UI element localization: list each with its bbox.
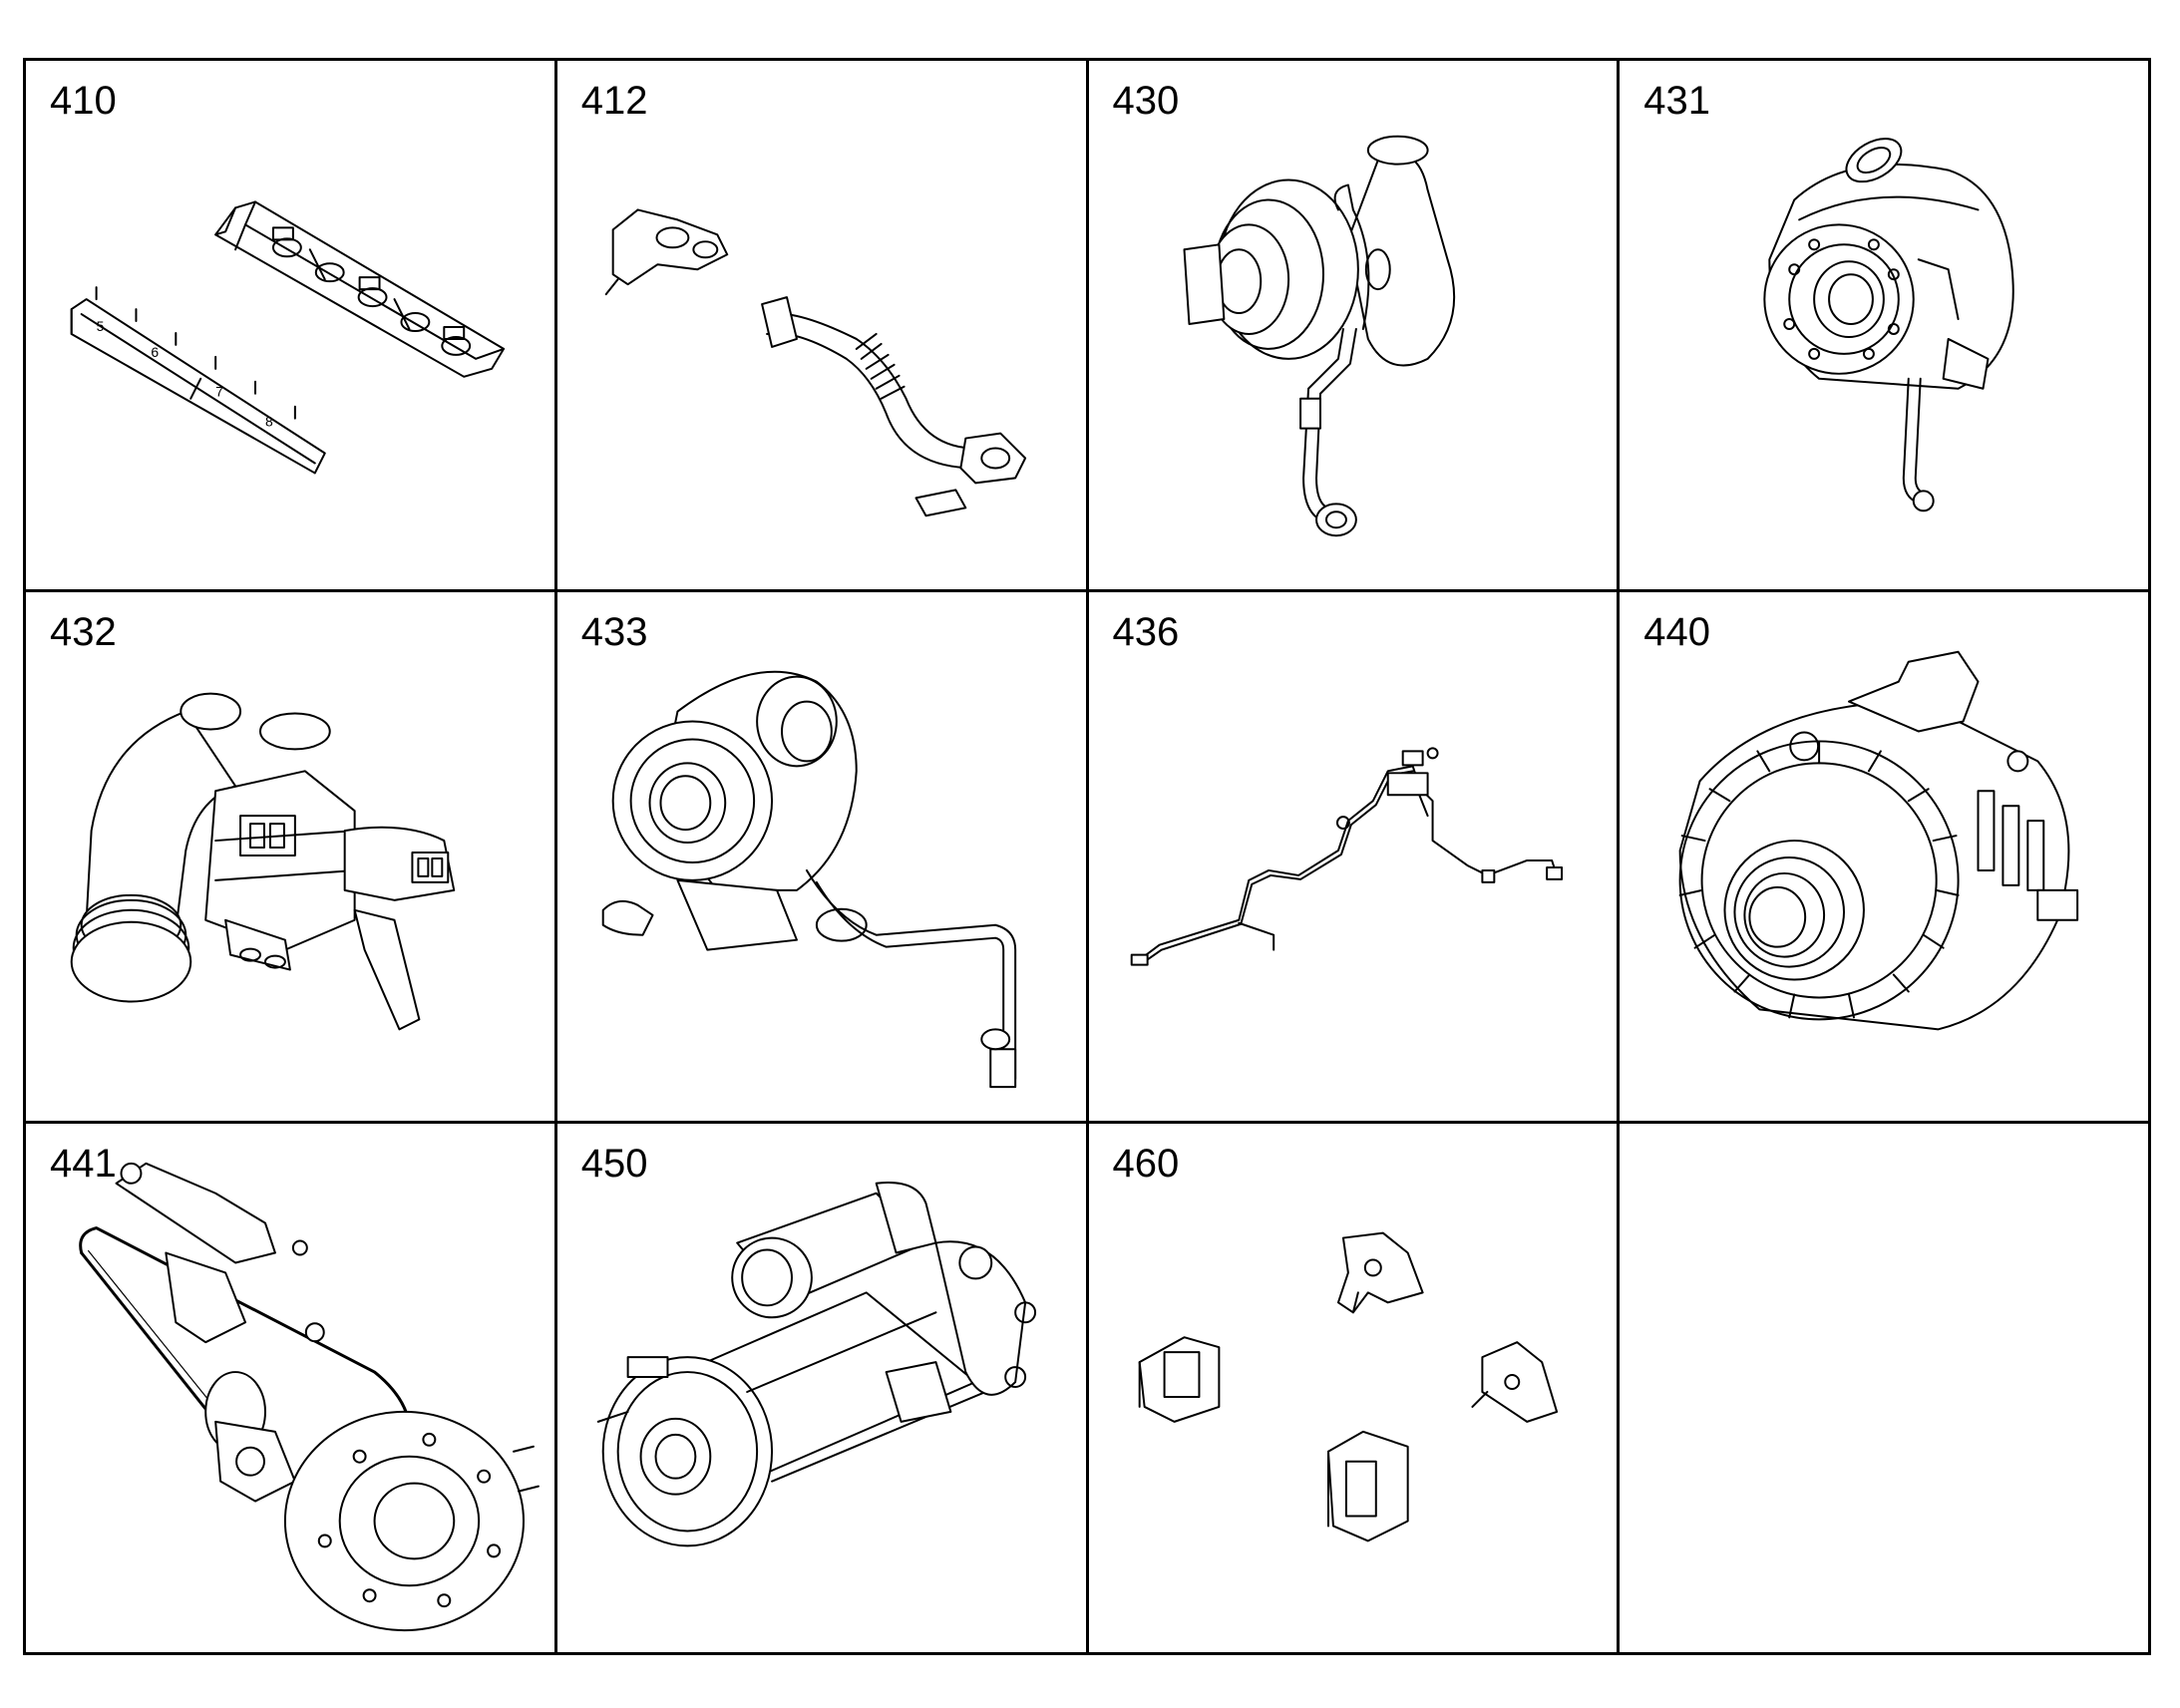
turbocharger-icon [601,670,1016,1089]
exhaust-pipe-icon [604,208,1026,517]
part-group-450[interactable]: 450 [556,1124,1089,1655]
part-group-410[interactable]: 410 [26,61,557,592]
part-group-460[interactable]: 460 [1088,1124,1621,1655]
turbocharger-assembly-icon [70,692,456,1031]
part-group-430[interactable]: 430 [1088,61,1621,592]
parts-catalog-grid: 410 [23,58,2151,1655]
part-group-number: 412 [580,79,648,123]
part-group-433[interactable]: 433 [556,592,1089,1124]
starter-motor-icon [596,1182,1036,1547]
part-group-number: 441 [50,1142,117,1186]
exhaust-manifold-icon: 5 6 7 8 [70,200,506,475]
part-group-412[interactable]: 412 [556,61,1089,592]
part-group-436[interactable]: 436 [1088,592,1621,1124]
svg-text:5: 5 [97,318,105,334]
wiring-harness-icon [1130,747,1563,966]
belt-drive-icon [79,1162,540,1632]
part-group-number: 450 [580,1142,648,1186]
turbocharger-icon [1763,138,2015,512]
turbocharger-icon [1183,135,1455,537]
empty-cell [1620,1124,2151,1655]
part-group-number: 410 [50,79,117,123]
part-group-number: 433 [580,610,648,654]
part-group-441[interactable]: 441 [26,1124,557,1655]
svg-text:6: 6 [151,344,159,360]
part-group-number: 431 [1643,79,1710,123]
part-group-431[interactable]: 431 [1620,61,2151,592]
svg-text:8: 8 [265,414,273,430]
part-group-number: 460 [1112,1142,1180,1186]
mounting-brackets-icon [1138,1231,1558,1542]
part-group-number: 440 [1643,610,1710,654]
part-group-440[interactable]: 440 [1620,592,2151,1124]
part-group-432[interactable]: 432 [26,592,557,1124]
part-group-number: 432 [50,610,117,654]
part-group-number: 436 [1112,610,1180,654]
alternator-icon [1678,650,2079,1031]
part-group-number: 430 [1112,79,1180,123]
svg-text:7: 7 [215,384,223,400]
